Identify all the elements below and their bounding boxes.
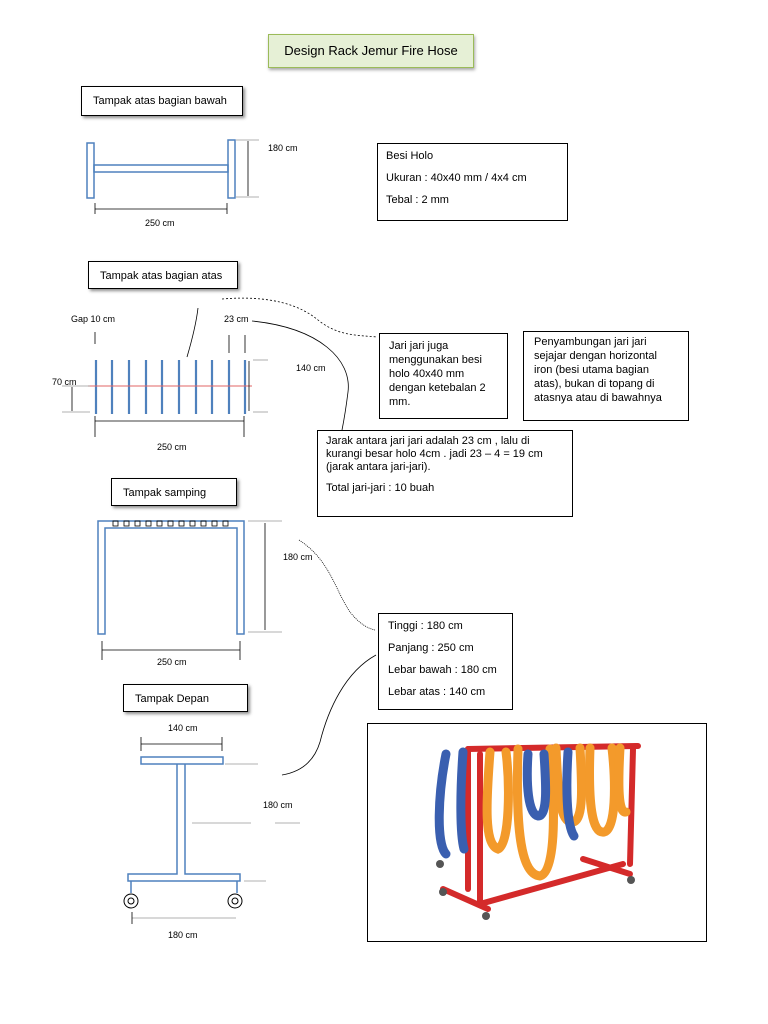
dim-180-front-width: 180 cm [168, 930, 198, 940]
label-top-bottom-view: Tampak atas bagian bawah [81, 86, 243, 116]
note-material-line2: Ukuran : 40x40 mm / 4x4 cm [386, 172, 527, 184]
dim-250-side: 250 cm [157, 657, 187, 667]
note-length: Panjang : 250 cm [388, 642, 474, 654]
dim-180-side: 180 cm [283, 552, 313, 562]
side-frame [97, 520, 245, 635]
dim-70: 70 cm [52, 377, 77, 387]
dim-140: 140 cm [296, 363, 326, 373]
arrow-side-note [298, 539, 376, 631]
note-spokes-text: Jari jari juga menggunakan besi holo 40x… [389, 340, 486, 408]
note-dimensions: Tinggi : 180 cm Panjang : 250 cm Lebar b… [378, 613, 513, 710]
note-joining: Penyambungan jari jari sejajar dengan ho… [523, 331, 689, 421]
label-top-upper-view: Tampak atas bagian atas [88, 261, 238, 289]
page-title: Design Rack Jemur Fire Hose [268, 34, 474, 68]
dim-250-mid: 250 cm [157, 442, 187, 452]
spokes-group [94, 360, 247, 414]
note-joining-text: Penyambungan jari jari sejajar dengan ho… [534, 336, 662, 404]
note-top-width: Lebar atas : 140 cm [388, 686, 486, 698]
arrow-front-note [281, 654, 377, 776]
dim-180-top: 180 cm [268, 143, 298, 153]
side-spoke-blocks [112, 520, 229, 527]
rack-illustration [434, 743, 641, 920]
dim-gap: Gap 10 cm [71, 314, 115, 324]
note-total-spokes: Total jari-jari : 10 buah [326, 482, 435, 494]
dim-180-front-height: 180 cm [263, 800, 293, 810]
note-height: Tinggi : 180 cm [388, 620, 463, 632]
dim-23: 23 cm [224, 314, 249, 324]
note-material: Besi Holo Ukuran : 40x40 mm / 4x4 cm Teb… [377, 143, 568, 221]
arrow-23-note [251, 320, 349, 431]
rack-photo [367, 723, 707, 942]
label-side-view: Tampak samping [111, 478, 237, 506]
label-front-view: Tampak Depan [123, 684, 248, 712]
note-spacing: Jarak antara jari jari adalah 23 cm , la… [317, 430, 573, 517]
front-frame [127, 756, 241, 893]
dim-140-front: 140 cm [168, 723, 198, 733]
note-bottom-width: Lebar bawah : 180 cm [388, 664, 497, 676]
note-spokes-material: Jari jari juga menggunakan besi holo 40x… [379, 333, 508, 419]
dim-250-top: 250 cm [145, 218, 175, 228]
note-spacing-text: Jarak antara jari jari adalah 23 cm , la… [326, 435, 543, 473]
note-material-line1: Besi Holo [386, 150, 434, 162]
top-bottom-frame [86, 139, 236, 199]
arrow-gap-note [221, 297, 378, 338]
arrow-to-spoke [186, 307, 199, 358]
front-wheels [123, 893, 243, 909]
note-material-line3: Tebal : 2 mm [386, 194, 449, 206]
